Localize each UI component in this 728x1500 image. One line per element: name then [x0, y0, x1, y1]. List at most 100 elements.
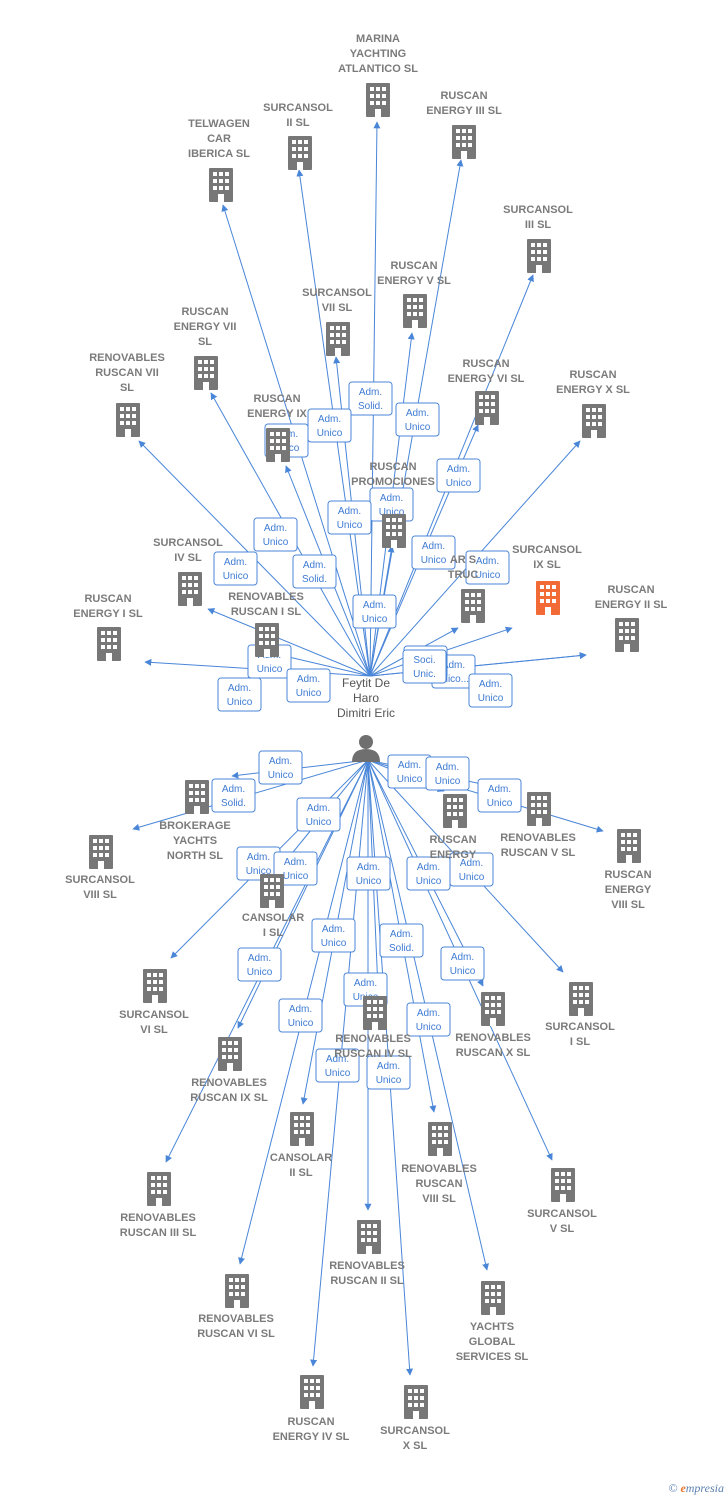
edge-role-label[interactable]: Adm.Unico	[465, 550, 510, 585]
edge-role-label[interactable]: Adm.Unico	[440, 946, 485, 981]
edge-role-label[interactable]: Adm.Unico	[315, 1048, 360, 1083]
edge-role-label[interactable]: Adm.Unico	[366, 1055, 411, 1090]
edge-role-label[interactable]: Adm.Unico	[296, 797, 341, 832]
edge-role-box	[286, 668, 331, 703]
edge-role-label[interactable]: Adm.Unico	[406, 1002, 451, 1037]
edge-role-text: Unico	[296, 688, 322, 699]
edge-role-label[interactable]: Soci.Unic.	[402, 649, 447, 684]
building-icon	[218, 1037, 242, 1071]
company-label: YACHTING	[350, 48, 406, 60]
edge-role-label[interactable]: Adm.Unico	[449, 852, 494, 887]
edge-role-box	[327, 500, 372, 535]
edge-role-label[interactable]: Adm.Unico	[213, 551, 258, 586]
building-icon	[527, 239, 551, 273]
edge-role-text: Adm.	[417, 1008, 440, 1019]
edge-role-text: Adm.	[479, 679, 502, 690]
edge-role-text: Adm.	[447, 464, 470, 475]
company-label: RUSCAN IX SL	[190, 1092, 268, 1104]
edge-role-label[interactable]: Adm.Unico	[217, 677, 262, 712]
company-label: GLOBAL	[469, 1336, 516, 1348]
edge-role-label[interactable]: Adm.Unico	[237, 947, 282, 982]
edge-role-text: Unico	[397, 774, 423, 785]
footer-brand[interactable]: © empresia	[668, 1481, 724, 1496]
company-node[interactable]: RENOVABLES RUSCAN IX SL	[190, 1037, 268, 1104]
edge-role-text: Unico	[325, 1068, 351, 1079]
edge-role-label[interactable]: Adm.Unico	[352, 594, 397, 629]
edge-role-label[interactable]: Adm.Unico	[307, 408, 352, 443]
edge-role-text: Unico....	[435, 674, 472, 685]
edge-renov1	[275, 652, 371, 677]
edge-role-label[interactable]: Adm.Unico	[468, 673, 513, 708]
edge-role-text: Adm.	[222, 784, 245, 795]
edge-role-label[interactable]: Adm.Unico	[253, 517, 298, 552]
building-icon	[288, 136, 312, 170]
edge-role-label[interactable]: Adm.Unico	[387, 754, 432, 789]
building-icon	[569, 982, 593, 1016]
edge-role-label[interactable]: Adm.Solid.	[211, 778, 256, 813]
edge-role-label[interactable]: Adm.Solid.	[292, 554, 337, 589]
edge-role-label[interactable]: Adm.Solid.	[379, 923, 424, 958]
edge-role-label[interactable]: Adm.Solid.	[348, 381, 393, 416]
edge-role-label[interactable]: Adm.Unico	[406, 856, 451, 891]
edge-role-label[interactable]: Adm.Unico	[425, 756, 470, 791]
edge-role-label[interactable]: Adm.Unico	[477, 778, 522, 813]
company-label: VI SL	[140, 1024, 168, 1036]
edge-role-box	[366, 1055, 411, 1090]
edge-role-label[interactable]: Adm.Unico	[273, 851, 318, 886]
edge-role-label[interactable]: Adm.Unico	[327, 500, 372, 535]
edge-role-text: Adm.	[476, 556, 499, 567]
edge-role-label[interactable]: Adm.Unico	[258, 750, 303, 785]
edge-role-label[interactable]: Adm.Unico	[436, 458, 481, 493]
edge-role-label[interactable]: Adm.Unico	[278, 998, 323, 1033]
company-label: BROKERAGE	[159, 820, 231, 832]
edge-role-label[interactable]: Adm.Unico	[286, 668, 331, 703]
edge-role-box	[440, 946, 485, 981]
company-label: RENOVABLES	[191, 1077, 267, 1089]
edge-role-label[interactable]: Adm.Unico	[411, 535, 456, 570]
edge-role-label[interactable]: Adm.Unico	[311, 918, 356, 953]
edge-role-label[interactable]: Adm.Unico	[395, 402, 440, 437]
company-label: X SL	[403, 1440, 428, 1452]
edge-role-label[interactable]: Adm.Unico	[346, 856, 391, 891]
